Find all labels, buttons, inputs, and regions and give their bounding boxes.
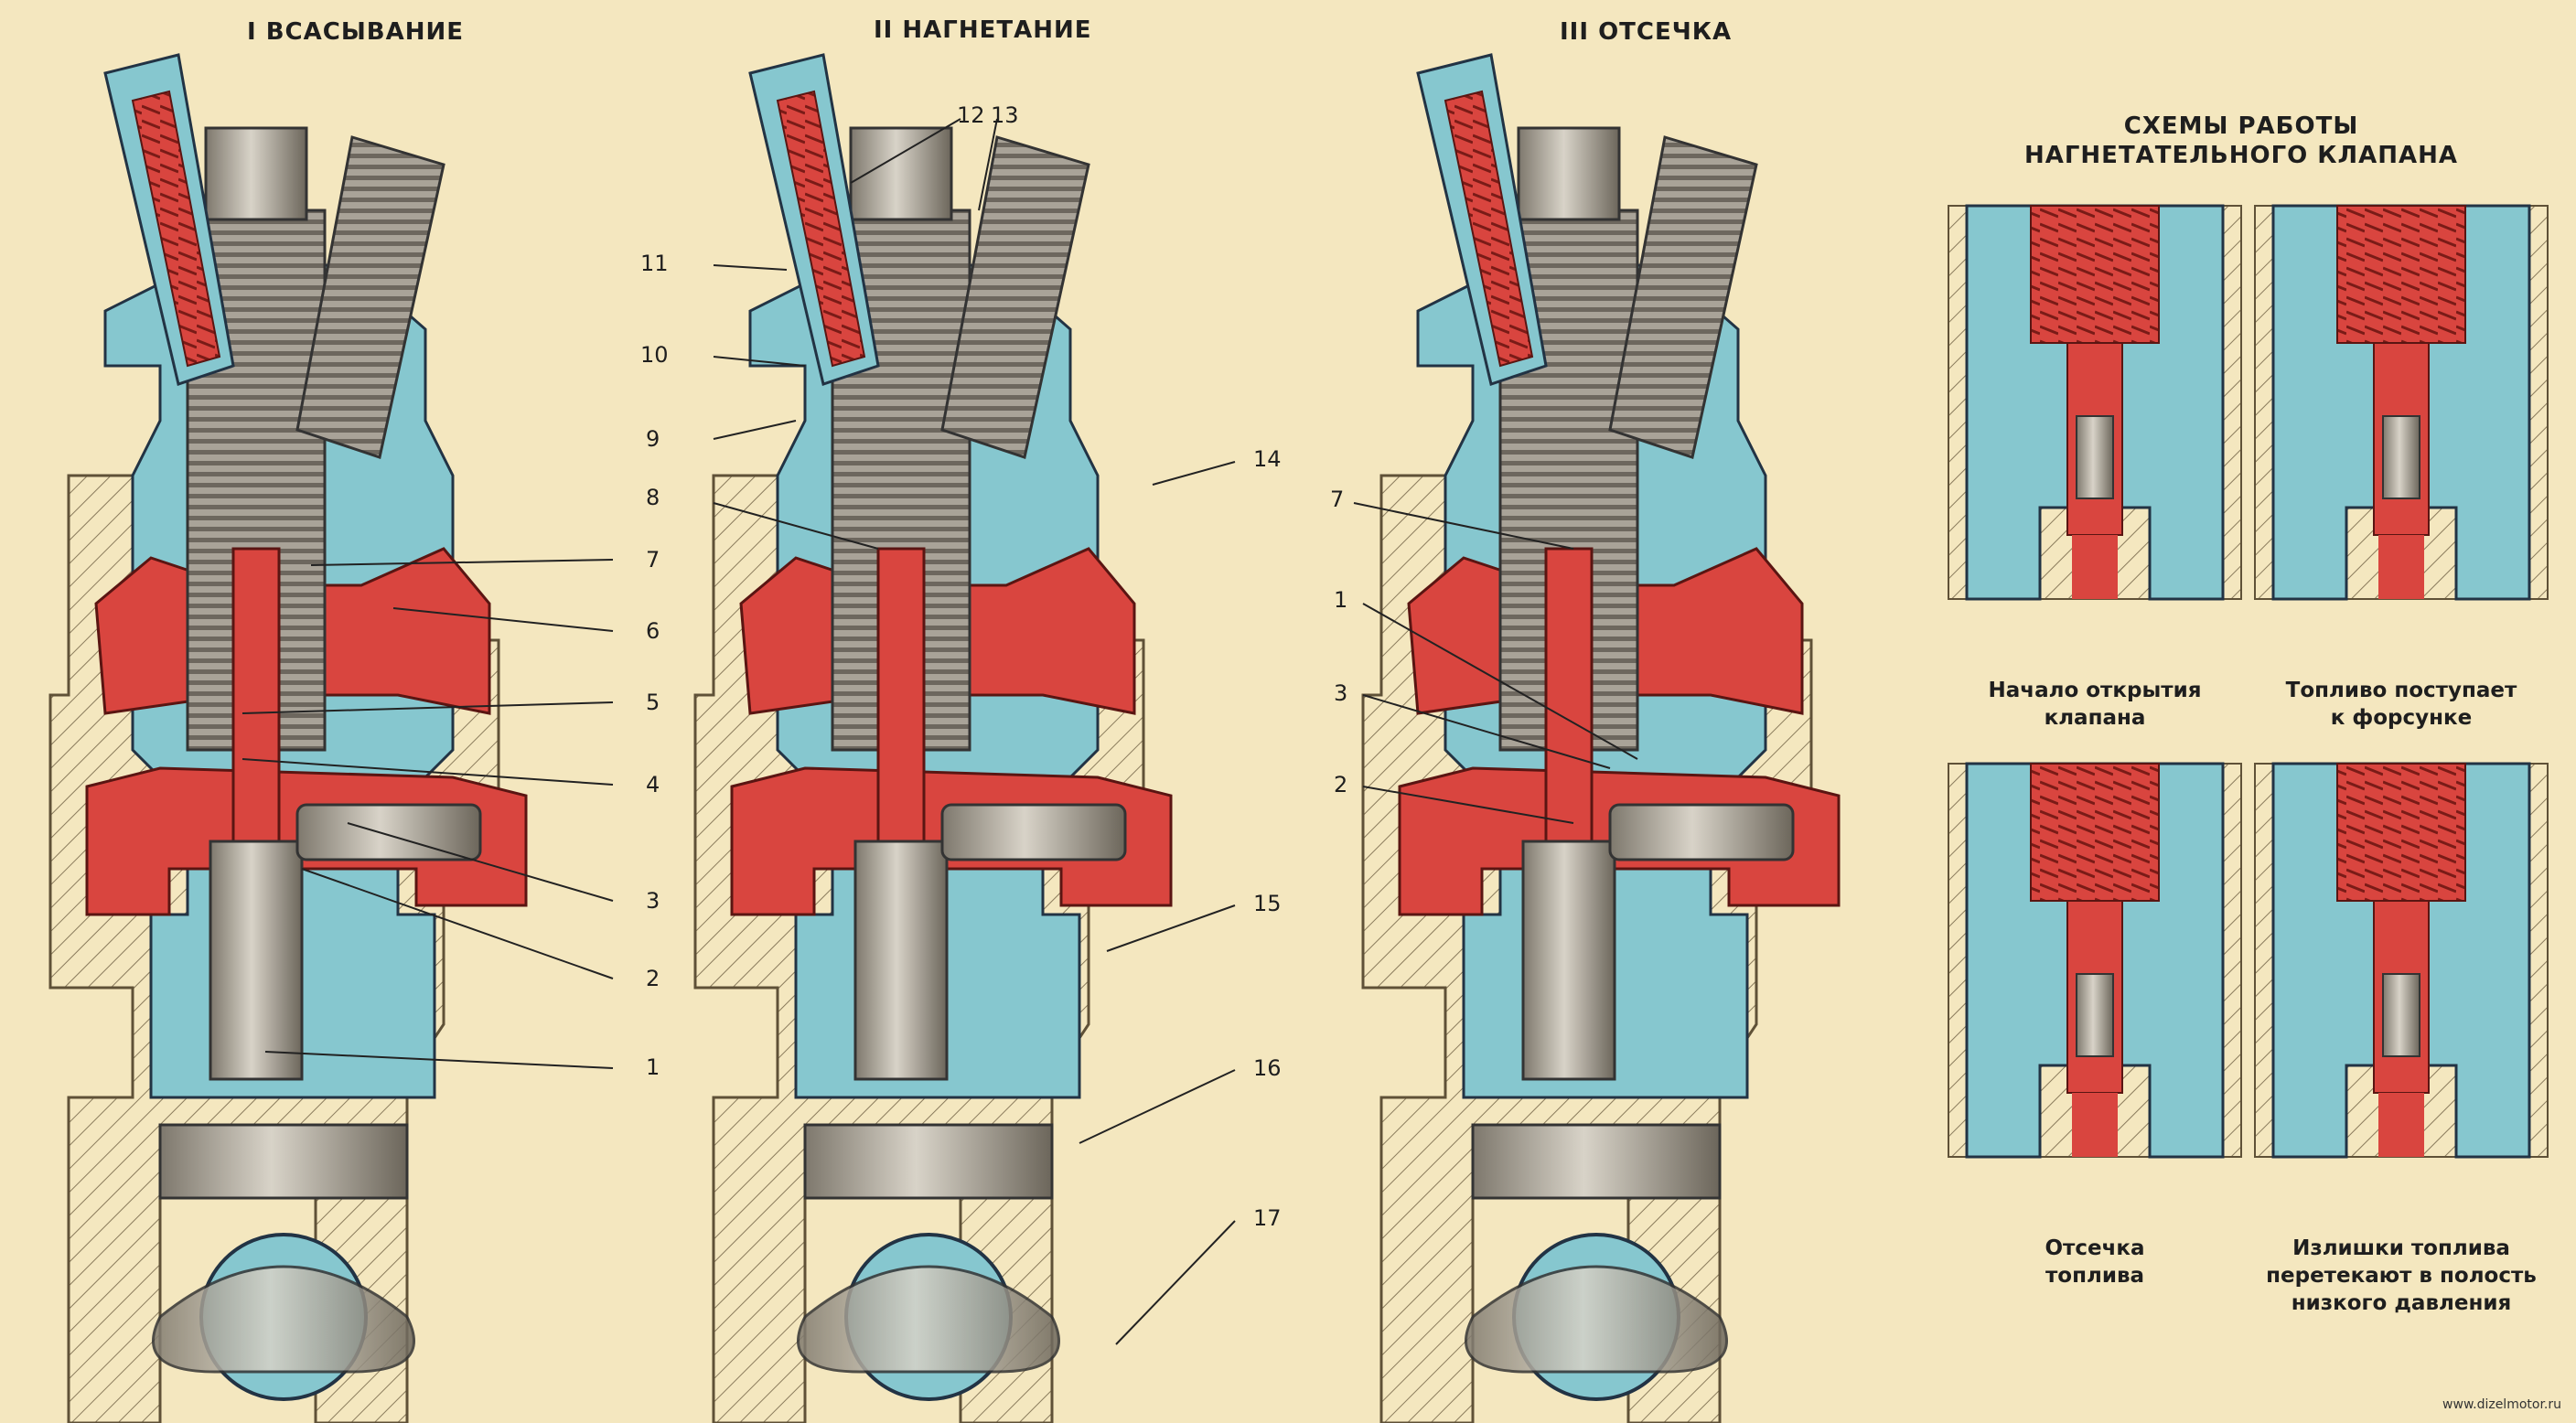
callout-injection-13: 13	[991, 102, 1019, 128]
valve-scheme-flow	[2253, 204, 2549, 601]
title-cutoff: III ОТСЕЧКА	[1560, 18, 1733, 46]
callout-injection-16: 16	[1253, 1055, 1282, 1081]
callout-suction-2: 2	[646, 966, 660, 991]
callout-cutoff-3: 3	[1334, 680, 1348, 706]
callout-cutoff-7: 7	[1330, 487, 1345, 512]
caption-flow: Топливо поступает к форсунке	[2285, 679, 2517, 730]
callout-cutoff-1: 1	[1334, 587, 1348, 613]
callout-cutoff-2: 2	[1334, 772, 1348, 797]
callout-injection-10: 10	[640, 342, 669, 368]
callout-injection-8: 8	[646, 485, 660, 510]
caption-opening: Начало открытия клапана	[1988, 679, 2202, 730]
callout-injection-14: 14	[1253, 446, 1282, 472]
callout-suction-5: 5	[646, 690, 660, 715]
callout-injection-15: 15	[1253, 891, 1282, 916]
callout-injection-17: 17	[1253, 1205, 1282, 1231]
caption-excess: Излишки топлива перетекают в полость низ…	[2266, 1236, 2537, 1315]
callout-injection-9: 9	[646, 426, 660, 452]
callout-suction-4: 4	[646, 772, 660, 797]
valve-scheme-excess	[2253, 762, 2549, 1159]
valve-scheme-opening	[1947, 204, 2243, 601]
title-injection: II НАГНЕТАНИЕ	[874, 16, 1092, 44]
caption-cutoff: Отсечка топлива	[2045, 1236, 2145, 1288]
schemes-title: СХЕМЫ РАБОТЫ НАГНЕТАТЕЛЬНОГО КЛАПАНА	[2023, 112, 2459, 169]
valve-scheme-cutoff	[1947, 762, 2243, 1159]
title-suction: I ВСАСЫВАНИЕ	[247, 18, 464, 46]
callout-injection-12: 12	[957, 102, 985, 128]
injection-diagram	[693, 53, 1173, 1423]
callout-injection-11: 11	[640, 251, 669, 276]
suction-diagram	[48, 53, 528, 1423]
callout-suction-6: 6	[646, 618, 660, 644]
callout-suction-1: 1	[646, 1054, 660, 1080]
callout-suction-7: 7	[646, 547, 660, 572]
watermark: www.dizelmotor.ru	[2442, 1397, 2561, 1412]
callout-suction-3: 3	[646, 888, 660, 914]
leader-lines	[242, 118, 1638, 1345]
